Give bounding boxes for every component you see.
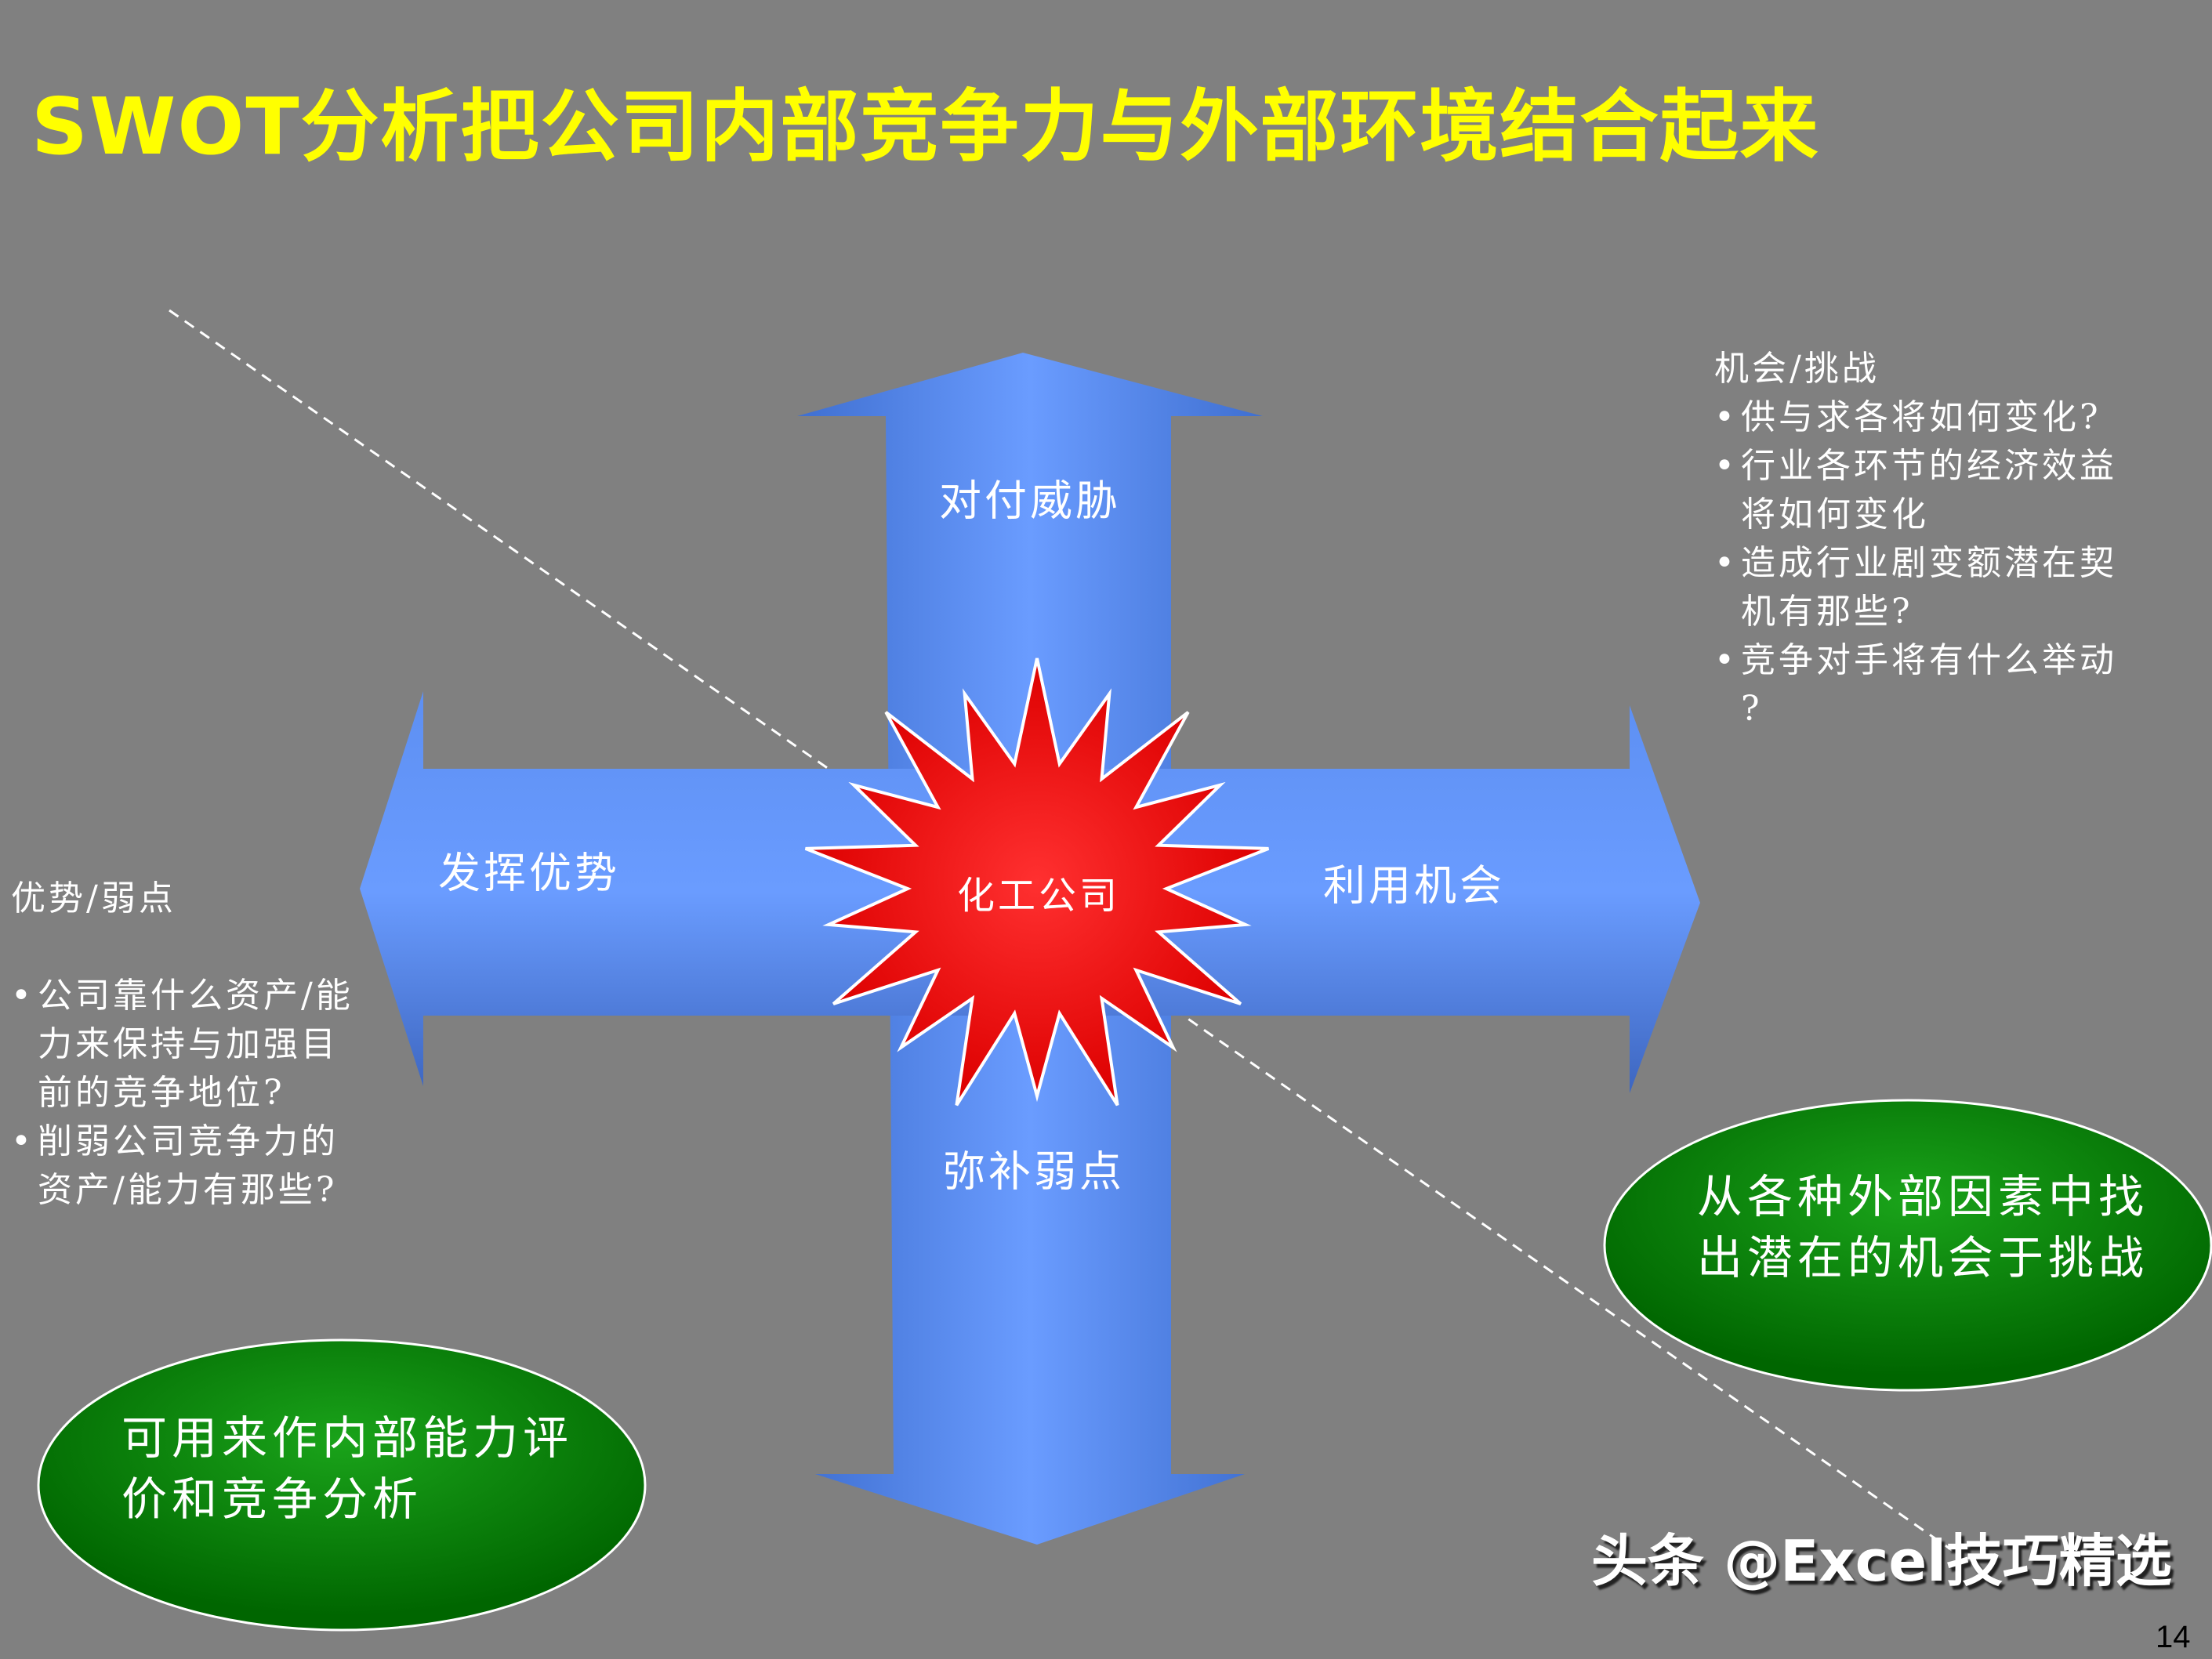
list-item: 供与求各将如何变化?: [1714, 393, 2117, 442]
left-oval-text: 可用来作内部能力评 价和竞争分析: [121, 1407, 573, 1530]
list-item: 公司靠什么资产/能: [11, 972, 354, 1020]
oval-line: 价和竞争分析: [121, 1472, 423, 1526]
list-item-cont: 机有那些?: [1741, 592, 1913, 632]
left-oval: [37, 1338, 647, 1632]
list-item: 行业各环节的经济效益: [1714, 442, 2117, 491]
oval-line: 可用来作内部能力评: [121, 1411, 574, 1465]
arrow-label-up: 对付威胁: [939, 476, 1121, 526]
right-oval: [1603, 1099, 2212, 1392]
list-item-cont: 力来保持与加强目: [38, 1024, 339, 1064]
list-item: 造成行业剧变额潜在契: [1714, 539, 2117, 588]
list-item-cont: 将如何变化: [1741, 494, 1929, 534]
diagonal-dashed-line: [169, 309, 1955, 1553]
opportunities-list: 机会/挑战 供与求各将如何变化? 行业各环节的经济效益 将如何变化 造成行业剧变…: [1714, 345, 2117, 734]
center-label: 化工公司: [956, 874, 1121, 918]
page-number: 14: [2156, 1620, 2191, 1654]
oval-line: 从各种外部因素中找: [1697, 1170, 2149, 1223]
arrow-label-right: 利用机会: [1323, 860, 1505, 911]
list-item-cont: 资产/能力有那些?: [38, 1170, 338, 1210]
starburst: [804, 657, 1270, 1107]
list-item-cont: 前的竞争地位?: [38, 1073, 285, 1113]
opportunities-heading: 机会/挑战: [1714, 349, 1880, 389]
right-oval-text: 从各种外部因素中找 出潜在的机会于挑战: [1697, 1166, 2149, 1288]
strengths-heading: 优势/弱点: [11, 878, 176, 918]
page-title: SWOT分析把公司内部竞争力与外部环境结合起来: [31, 81, 1820, 172]
list-item: 削弱公司竞争力的: [11, 1117, 354, 1166]
strengths-list: 优势/弱点 公司靠什么资产/能 力来保持与加强目 前的竞争地位? 削弱公司竞争力…: [11, 875, 354, 1215]
watermark: 头条 @Excel技巧精选: [1591, 1528, 2172, 1594]
arrow-label-down: 弥补弱点: [943, 1146, 1125, 1197]
list-item-cont: ?: [1741, 689, 1763, 729]
oval-line: 出潜在的机会于挑战: [1697, 1231, 2149, 1284]
arrow-label-left: 发挥优势: [438, 848, 620, 898]
list-item: 竞争对手将有什么举动: [1714, 636, 2117, 685]
